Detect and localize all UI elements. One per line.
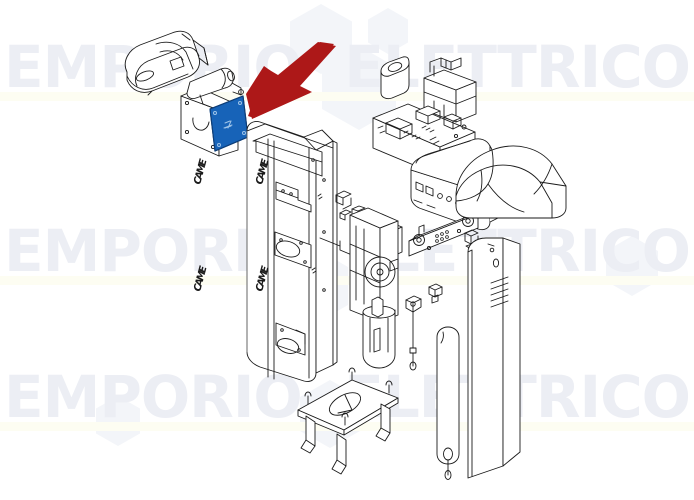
part-main-column-cabinet: CAME CAME CAME CAME bbox=[192, 121, 338, 382]
part-motor-head-cover bbox=[124, 30, 209, 96]
part-access-door-panel bbox=[467, 237, 521, 479]
part-capacitor-cylinder bbox=[380, 56, 410, 100]
pointer-arrow-icon bbox=[246, 42, 336, 119]
part-spring-rod bbox=[436, 326, 460, 480]
part-foundation-base-plate bbox=[297, 367, 399, 475]
brand-label-came: CAME bbox=[192, 265, 209, 293]
part-gearmotor-assembly bbox=[349, 207, 399, 369]
part-tie-rod-eyelet bbox=[405, 283, 443, 371]
part-transformer-block bbox=[423, 57, 477, 123]
part-curved-top-cover bbox=[455, 145, 567, 219]
brand-label-came: CAME bbox=[192, 158, 209, 186]
